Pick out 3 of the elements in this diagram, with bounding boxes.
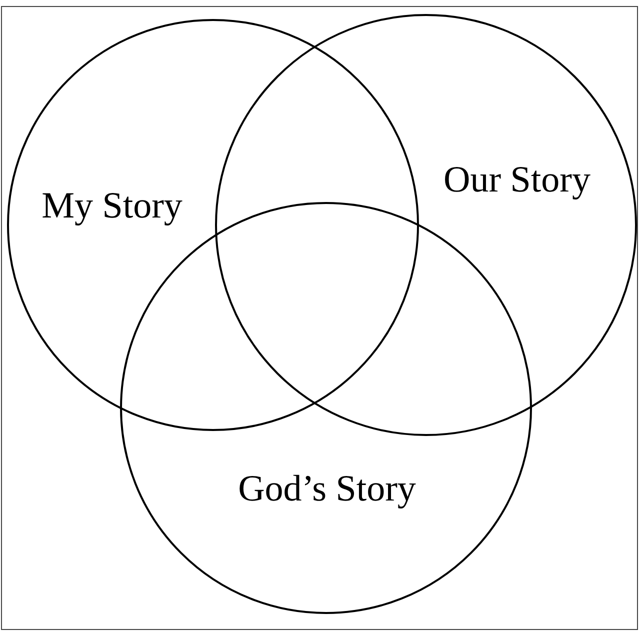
set-label: Our Story	[444, 160, 590, 202]
set-label: My Story	[42, 186, 182, 228]
set-label: God’s Story	[238, 470, 416, 510]
